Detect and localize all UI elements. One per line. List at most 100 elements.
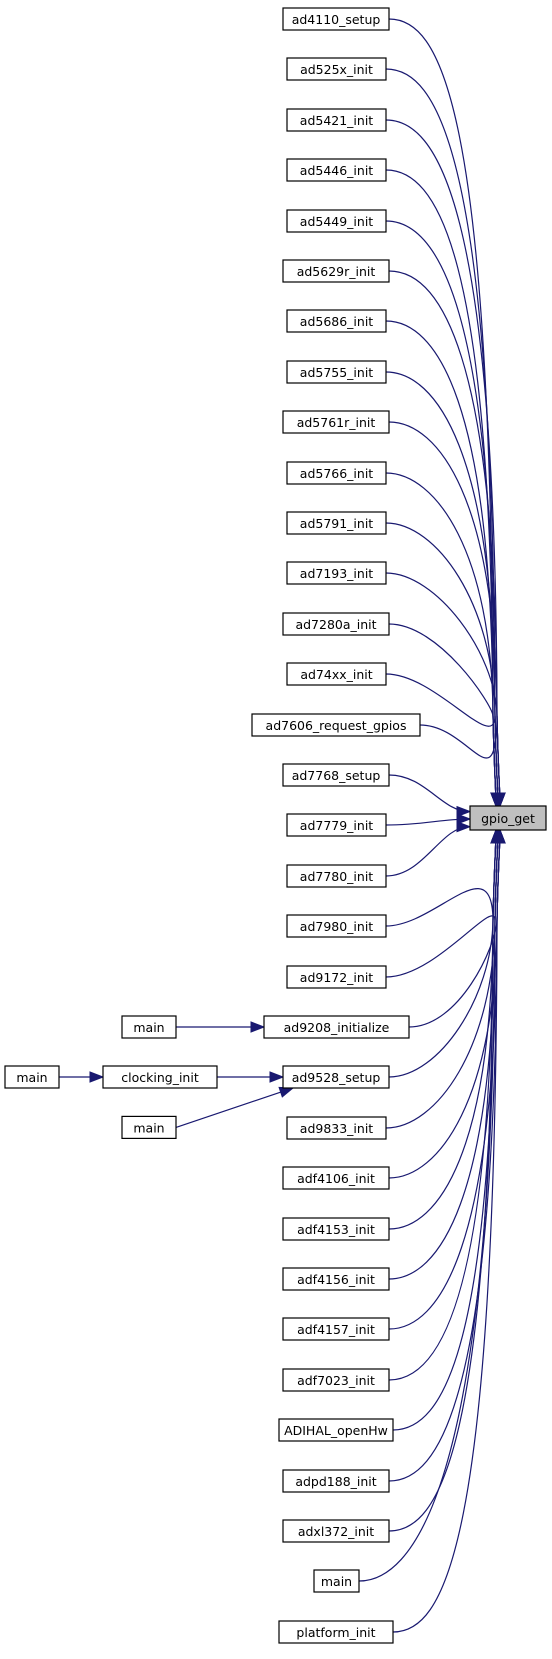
caller-node-ad74xx-init-13[interactable]: ad74xx_init bbox=[286, 662, 387, 686]
caller-node-ad5421-init-2-label: ad5421_init bbox=[300, 113, 374, 128]
arrowhead-15 bbox=[456, 805, 472, 818]
edge-to-gpio-get-26 bbox=[388, 830, 501, 1330]
edge-to-gpio-get-10 bbox=[385, 522, 499, 806]
caller-node-ad5761r-init-8[interactable]: ad5761r_init bbox=[282, 410, 390, 434]
caller-node-main-31[interactable]: main bbox=[313, 1569, 360, 1593]
caller-node-ad5755-init-7[interactable]: ad5755_init bbox=[286, 360, 387, 384]
caller-node-adpd188-init-29-box bbox=[282, 1469, 390, 1493]
edges-layer bbox=[59, 18, 506, 1633]
caller-node-ad5766-init-9-label: ad5766_init bbox=[300, 466, 374, 481]
caller-node-main-31-box bbox=[313, 1569, 360, 1593]
caller-node-ad7779-init-16-label: ad7779_init bbox=[300, 818, 374, 833]
caller-node-ad5629r-init-5[interactable]: ad5629r_init bbox=[282, 259, 390, 283]
caller-node-ad7768-setup-15-label: ad7768_setup bbox=[292, 768, 381, 783]
gpio-get-node-label: gpio_get bbox=[481, 811, 535, 826]
edge-to-gpio-get-12 bbox=[388, 623, 497, 806]
caller-node-ad525x-init-1[interactable]: ad525x_init bbox=[286, 57, 387, 81]
caller-node-ad9833-init-22-box bbox=[286, 1116, 387, 1140]
caller-node-ad5446-init-3-box bbox=[286, 158, 387, 182]
caller-node-adf4106-init-23[interactable]: adf4106_init bbox=[282, 1166, 390, 1190]
caller-node-ad9528-setup-21[interactable]: ad9528_setup bbox=[282, 1065, 390, 1089]
caller-node-platform-init-32-label: platform_init bbox=[296, 1625, 375, 1640]
caller-node-ad7606-request-gpios-14-label: ad7606_request_gpios bbox=[266, 718, 407, 733]
caller-node-platform-init-32[interactable]: platform_init bbox=[278, 1620, 394, 1644]
edge-to-gpio-get-14 bbox=[419, 715, 501, 806]
caller-node-adf4106-init-23-label: adf4106_init bbox=[297, 1171, 375, 1186]
caller-node-ad9208-initialize-20[interactable]: ad9208_initialize bbox=[263, 1015, 410, 1039]
caller-node-ad7193-init-11[interactable]: ad7193_init bbox=[286, 561, 387, 585]
edge-clocking-init-to-ad9528-setup-arrowhead bbox=[269, 1071, 285, 1083]
caller-node-ad9172-init-19-label: ad9172_init bbox=[300, 970, 374, 985]
caller-node-adihal-openhw-28-box bbox=[278, 1418, 394, 1442]
caller-node-adf7023-init-27[interactable]: adf7023_init bbox=[282, 1368, 390, 1392]
caller-node-ad9208-initialize-20-box bbox=[263, 1015, 410, 1039]
caller-node-ad7780-init-17-box bbox=[286, 864, 387, 888]
caller-node-ad5791-init-10[interactable]: ad5791_init bbox=[286, 511, 387, 535]
caller-node-adf7023-init-27-label: adf7023_init bbox=[297, 1373, 375, 1388]
caller-node-ad9172-init-19[interactable]: ad9172_init bbox=[286, 965, 387, 989]
caller-node-ad525x-init-1-label: ad525x_init bbox=[300, 62, 373, 77]
main-node-2-label: main bbox=[16, 1070, 47, 1085]
caller-node-ad5446-init-3[interactable]: ad5446_init bbox=[286, 158, 387, 182]
caller-node-ad7780-init-17[interactable]: ad7780_init bbox=[286, 864, 387, 888]
main-node-2[interactable]: main bbox=[4, 1065, 60, 1089]
caller-node-ad74xx-init-13-box bbox=[286, 662, 387, 686]
caller-node-adf4153-init-24[interactable]: adf4153_init bbox=[282, 1217, 390, 1241]
caller-node-adf4156-init-25[interactable]: adf4156_init bbox=[282, 1267, 390, 1291]
edge-to-gpio-get-25 bbox=[388, 830, 499, 1280]
clocking-init-node-label: clocking_init bbox=[121, 1070, 199, 1085]
caller-node-ad5449-init-4[interactable]: ad5449_init bbox=[286, 209, 387, 233]
gpio-get-node[interactable]: gpio_get bbox=[469, 805, 547, 831]
edge-to-gpio-get-32 bbox=[392, 830, 501, 1633]
caller-node-ad7768-setup-15[interactable]: ad7768_setup bbox=[282, 763, 390, 787]
main-node-1-box bbox=[121, 1015, 177, 1039]
caller-node-ad9172-init-19-box bbox=[286, 965, 387, 989]
caller-node-ad5629r-init-5-box bbox=[282, 259, 390, 283]
caller-node-adpd188-init-29[interactable]: adpd188_init bbox=[282, 1469, 390, 1493]
caller-node-ad5449-init-4-box bbox=[286, 209, 387, 233]
arrowhead-17 bbox=[456, 820, 472, 833]
caller-node-ad5791-init-10-label: ad5791_init bbox=[300, 516, 374, 531]
caller-node-ad5761r-init-8-box bbox=[282, 410, 390, 434]
caller-node-ad5755-init-7-box bbox=[286, 360, 387, 384]
caller-node-ad5421-init-2[interactable]: ad5421_init bbox=[286, 108, 387, 132]
caller-node-ad5755-init-7-label: ad5755_init bbox=[300, 365, 374, 380]
caller-node-adf4157-init-26[interactable]: adf4157_init bbox=[282, 1317, 390, 1341]
caller-node-ad5766-init-9[interactable]: ad5766_init bbox=[286, 461, 387, 485]
caller-node-ad5686-init-6-box bbox=[286, 309, 387, 333]
edge-to-gpio-get-18 bbox=[385, 830, 497, 927]
caller-node-ad74xx-init-13-label: ad74xx_init bbox=[300, 667, 372, 682]
caller-node-ad7606-request-gpios-14-box bbox=[251, 713, 421, 737]
caller-node-ad9833-init-22[interactable]: ad9833_init bbox=[286, 1116, 387, 1140]
caller-node-ad7193-init-11-label: ad7193_init bbox=[300, 566, 374, 581]
edge-to-gpio-get-21 bbox=[388, 830, 497, 1078]
caller-node-adf4156-init-25-box bbox=[282, 1267, 390, 1291]
main-node-1[interactable]: main bbox=[121, 1015, 177, 1039]
caller-node-ad7280a-init-12-box bbox=[282, 612, 390, 636]
caller-node-ad7779-init-16[interactable]: ad7779_init bbox=[286, 813, 387, 837]
caller-node-ad7980-init-18[interactable]: ad7980_init bbox=[286, 914, 387, 938]
main-node-3[interactable]: main bbox=[121, 1115, 177, 1140]
edge-main-to-ad9208-initialize-arrowhead bbox=[250, 1021, 266, 1033]
edge-main-to-clocking-init-arrowhead bbox=[89, 1071, 105, 1083]
caller-node-ad5686-init-6[interactable]: ad5686_init bbox=[286, 309, 387, 333]
caller-node-adf4106-init-23-box bbox=[282, 1166, 390, 1190]
caller-node-adf4153-init-24-box bbox=[282, 1217, 390, 1241]
caller-node-adihal-openhw-28[interactable]: ADIHAL_openHw bbox=[278, 1418, 394, 1442]
main-node-1-label: main bbox=[133, 1020, 164, 1035]
caller-node-adf4157-init-26-box bbox=[282, 1317, 390, 1341]
clocking-init-node[interactable]: clocking_init bbox=[102, 1065, 218, 1089]
caller-node-ad7606-request-gpios-14[interactable]: ad7606_request_gpios bbox=[251, 713, 421, 737]
caller-node-ad5761r-init-8-label: ad5761r_init bbox=[297, 415, 376, 430]
main-node-2-box bbox=[4, 1065, 60, 1089]
caller-node-ad7280a-init-12[interactable]: ad7280a_init bbox=[282, 612, 390, 636]
caller-node-ad4110-setup-0[interactable]: ad4110_setup bbox=[282, 7, 390, 31]
caller-node-adf7023-init-27-box bbox=[282, 1368, 390, 1392]
caller-node-ad5421-init-2-box bbox=[286, 108, 387, 132]
edge-to-gpio-get-23 bbox=[388, 830, 501, 1179]
clocking-init-node-box bbox=[102, 1065, 218, 1089]
nodes-layer: gpio_get ad4110_setup ad525x_init ad5421_in… bbox=[4, 7, 547, 1644]
caller-node-adxl372-init-30[interactable]: adxl372_init bbox=[282, 1519, 390, 1543]
caller-node-adihal-openhw-28-label: ADIHAL_openHw bbox=[284, 1423, 388, 1438]
caller-node-ad9208-initialize-20-label: ad9208_initialize bbox=[284, 1020, 390, 1035]
